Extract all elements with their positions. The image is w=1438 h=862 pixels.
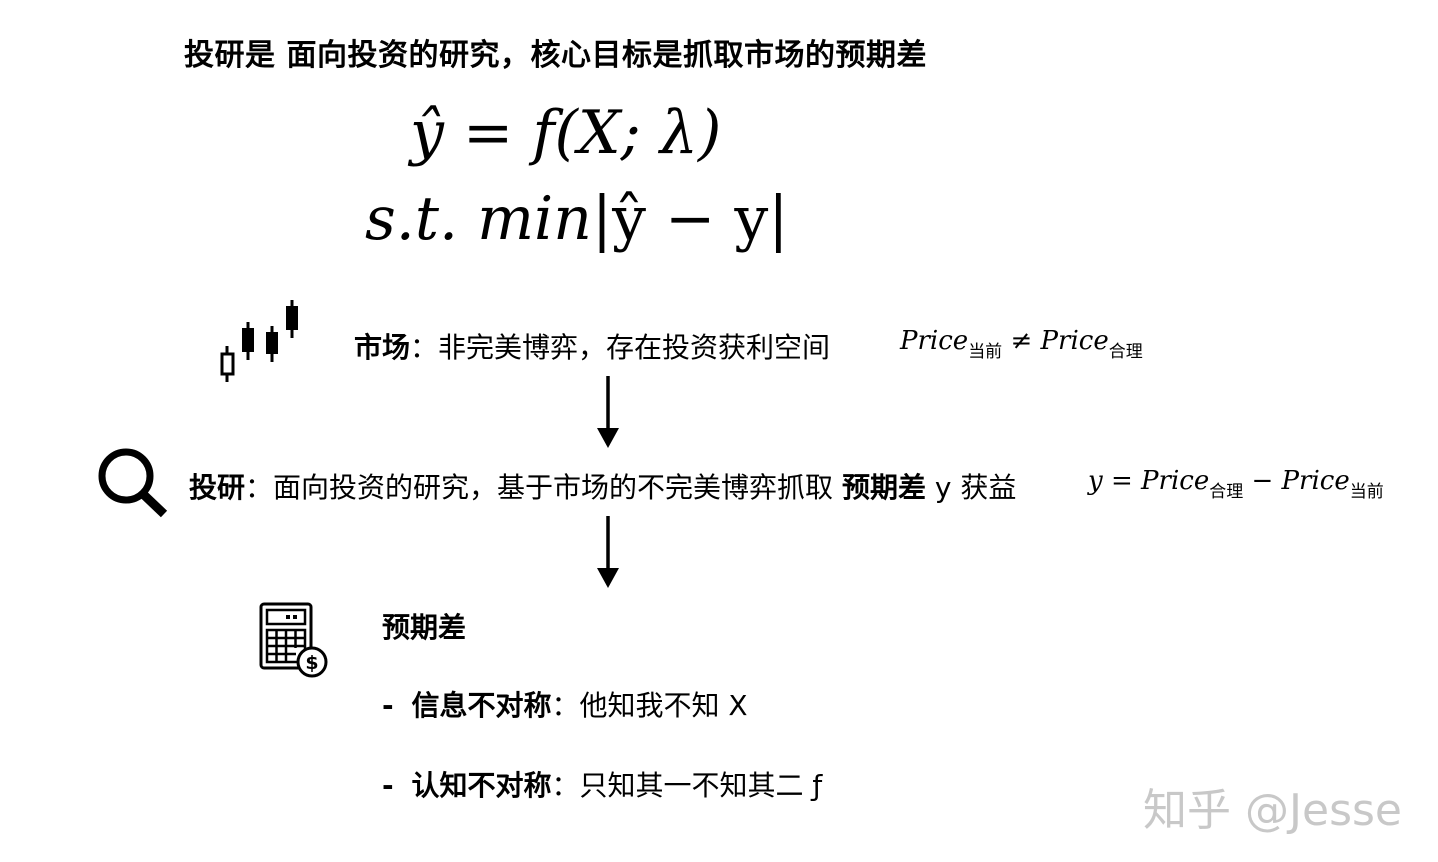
research-label: 投研: [189, 471, 246, 504]
list-item-sep: ：: [551, 689, 580, 722]
research-desc: 面向投资的研究，基于市场的不完美博弈抓取: [273, 471, 834, 504]
list-bullet: -: [382, 769, 394, 802]
list-item-label: 认知不对称: [411, 769, 552, 802]
research-tail: y 获益: [934, 471, 1017, 504]
candlestick-chart-icon: [220, 300, 298, 382]
market-math-right: Price: [1040, 326, 1109, 356]
list-item-desc: 他知我不知 X: [579, 689, 748, 722]
calculator-dollar-icon: $: [259, 602, 328, 678]
formula-constraint: s.t. min|ŷ − y|: [365, 184, 789, 254]
market-math-right-sub: 合理: [1108, 342, 1143, 362]
research-bold-term: 预期差: [841, 471, 926, 504]
list-item: - 信息不对称：他知我不知 X: [382, 684, 748, 724]
research-math-b-sub: 当前: [1349, 482, 1384, 502]
market-desc: 非完美博弈，存在投资获利空间: [438, 331, 831, 364]
down-arrow-icon: [597, 376, 619, 448]
watermark: 知乎 @Jesse: [1143, 785, 1402, 836]
list-item-sep: ：: [551, 769, 580, 802]
research-math-y: y =: [1088, 466, 1133, 496]
research-row: 投研：面向投资的研究，基于市场的不完美博弈抓取 预期差 y 获益: [189, 466, 1016, 506]
market-formula: Price当前 ≠ Price合理: [900, 326, 1143, 362]
formula-constraint-body: |ŷ − y|: [591, 184, 789, 254]
magnifier-icon: [98, 448, 168, 518]
list-item: - 认知不对称：只知其一不知其二 ƒ: [382, 764, 822, 804]
list-item-desc: 只知其一不知其二 ƒ: [579, 769, 823, 802]
page-title: 投研是 面向投资的研究，核心目标是抓取市场的预期差: [184, 38, 927, 73]
market-row: 市场：非完美博弈，存在投资获利空间: [354, 326, 830, 366]
list-item-label: 信息不对称: [411, 689, 552, 722]
expectation-gap-heading: 预期差: [382, 611, 467, 644]
list-bullet: -: [382, 689, 394, 722]
research-math-a-sub: 合理: [1209, 482, 1244, 502]
research-sep: ：: [245, 471, 274, 504]
down-arrow-icon: [597, 516, 619, 588]
formula-main: ŷ = f(X; λ): [410, 98, 722, 168]
market-sep: ：: [410, 331, 439, 364]
market-math-op: ≠: [1010, 326, 1033, 356]
research-math-a: Price: [1141, 466, 1210, 496]
formula-constraint-prefix: s.t. min: [365, 184, 592, 254]
market-label: 市场: [354, 331, 411, 364]
market-math-left-sub: 当前: [968, 342, 1003, 362]
research-math-b: Price: [1281, 466, 1350, 496]
research-math-op: −: [1251, 466, 1274, 496]
research-formula: y = Price合理 − Price当前: [1088, 466, 1384, 502]
svg-text:$: $: [305, 652, 318, 674]
market-math-left: Price: [900, 326, 969, 356]
